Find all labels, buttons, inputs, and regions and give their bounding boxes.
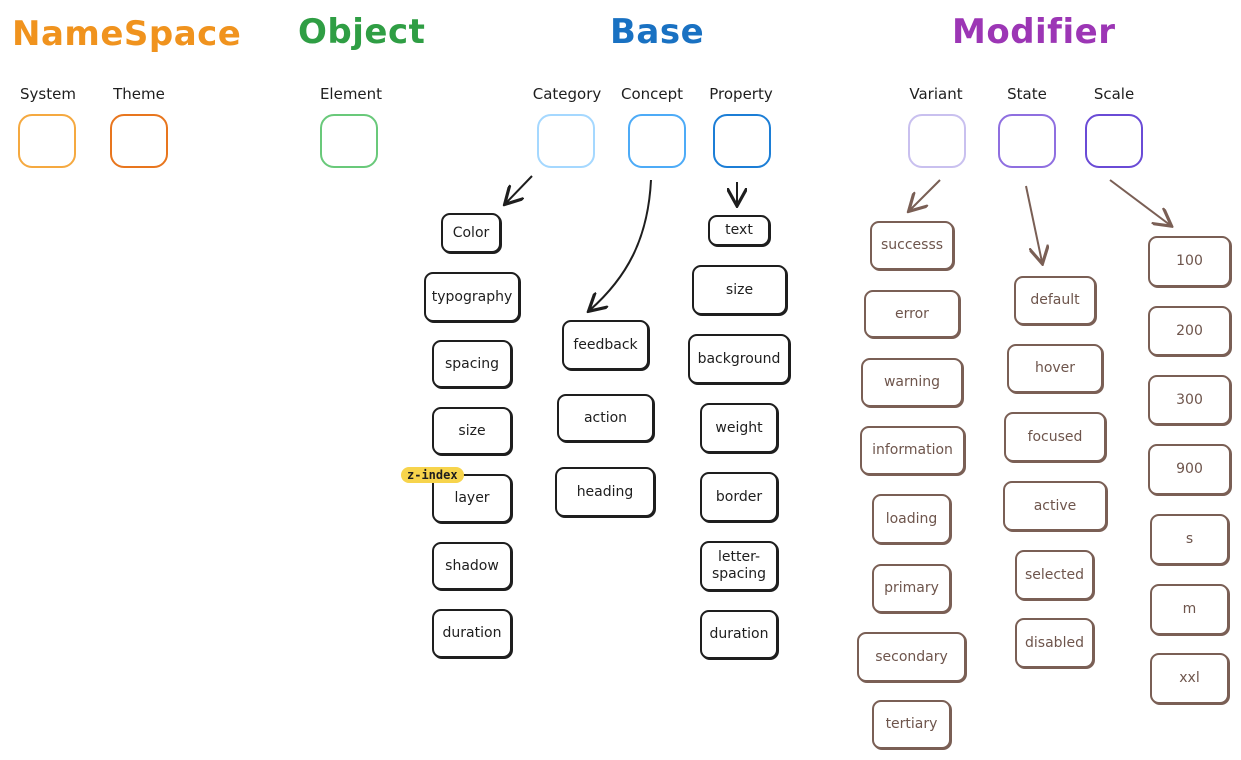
- variant-square: [908, 114, 966, 168]
- scale-item-200: 200: [1148, 306, 1231, 356]
- variant-item-error: error: [864, 290, 960, 338]
- category-item-spacing: spacing: [432, 340, 512, 388]
- scale-label: Scale: [1093, 85, 1135, 103]
- state-item-active: active: [1003, 481, 1107, 531]
- property-item-border: border: [700, 472, 778, 522]
- element-square: [320, 114, 378, 168]
- state-item-focused: focused: [1004, 412, 1106, 462]
- category-arrow: [506, 175, 533, 203]
- property-square: [713, 114, 771, 168]
- concept-item-action: action: [557, 394, 654, 442]
- theme-square: [110, 114, 168, 168]
- variant-item-tertiary: tertiary: [872, 700, 951, 749]
- theme-label: Theme: [113, 85, 165, 103]
- category-item-color: Color: [441, 213, 501, 253]
- variant-item-loading: loading: [872, 494, 951, 544]
- property-item-weight: weight: [700, 403, 778, 453]
- variant-item-warning: warning: [861, 358, 963, 407]
- concept-square: [628, 114, 686, 168]
- concept-item-feedback: feedback: [562, 320, 649, 370]
- variant-item-primary: primary: [872, 564, 951, 613]
- scale-square: [1085, 114, 1143, 168]
- state-square: [998, 114, 1056, 168]
- property-item-size: size: [692, 265, 787, 315]
- property-label: Property: [709, 85, 773, 103]
- state-label: State: [1007, 85, 1047, 103]
- variant-item-successs: successs: [870, 221, 954, 270]
- category-square: [537, 114, 595, 168]
- variant-arrow: [910, 179, 941, 210]
- category-item-duration: duration: [432, 609, 512, 658]
- system-label: System: [20, 85, 76, 103]
- modifier-heading: Modifier: [952, 12, 1116, 52]
- state-item-hover: hover: [1007, 344, 1103, 393]
- scale-item-100: 100: [1148, 236, 1231, 287]
- category-label: Category: [532, 85, 602, 103]
- base-heading: Base: [610, 12, 705, 52]
- namespace-heading: NameSpace: [12, 14, 242, 54]
- state-item-default: default: [1014, 276, 1096, 325]
- state-item-disabled: disabled: [1015, 618, 1094, 668]
- state-item-selected: selected: [1015, 550, 1094, 600]
- scale-item-xxl: xxl: [1150, 653, 1229, 704]
- system-square: [18, 114, 76, 168]
- category-item-shadow: shadow: [432, 542, 512, 590]
- category-item-typography: typography: [424, 272, 520, 322]
- concept-item-heading: heading: [555, 467, 655, 517]
- element-label: Element: [319, 85, 383, 103]
- concept-arrow: [590, 179, 652, 310]
- scale-item-s: s: [1150, 514, 1229, 565]
- property-item-text: text: [708, 215, 770, 246]
- property-item-letter-spacing: letter-spacing: [700, 541, 778, 591]
- concept-label: Concept: [620, 85, 684, 103]
- variant-label: Variant: [909, 85, 963, 103]
- variant-item-secondary: secondary: [857, 632, 966, 682]
- z-index-annotation: z-index: [401, 467, 464, 483]
- variant-item-information: information: [860, 426, 965, 475]
- object-heading: Object: [298, 12, 426, 52]
- state-arrow: [1025, 185, 1042, 262]
- scale-item-m: m: [1150, 584, 1229, 635]
- category-item-size: size: [432, 407, 512, 455]
- property-item-background: background: [688, 334, 790, 384]
- property-item-duration: duration: [700, 610, 778, 659]
- scale-arrow: [1109, 179, 1170, 225]
- scale-item-900: 900: [1148, 444, 1231, 495]
- scale-item-300: 300: [1148, 375, 1231, 425]
